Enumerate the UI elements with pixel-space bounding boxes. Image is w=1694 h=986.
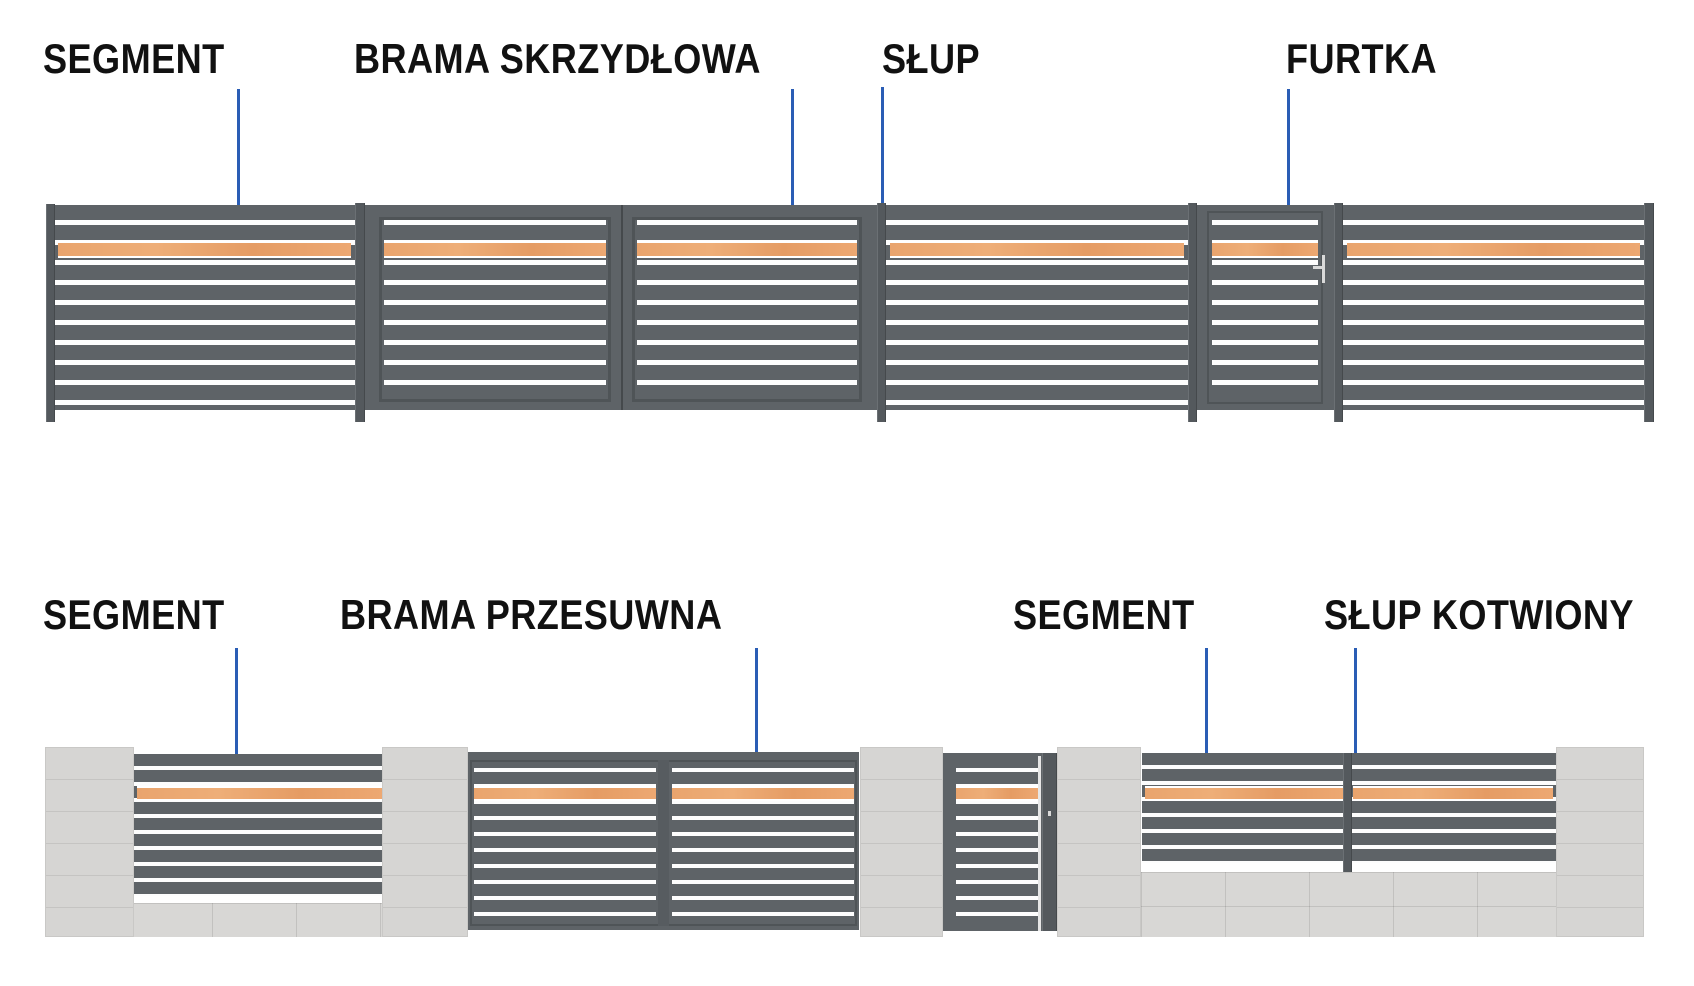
label-segment-left: SEGMENT [43,591,225,638]
wood-slat [58,241,351,258]
leader-line-segment-right [1205,648,1208,755]
fence-segment [54,205,355,410]
fence-post [877,203,886,422]
wicket-lock-icon [1048,811,1051,816]
wicket-edge [1038,756,1041,931]
wood-slat [384,241,606,258]
gate-inner-frame [379,217,611,402]
anchored-post [1343,753,1352,873]
fence-segment [886,205,1188,410]
gate-inner-frame [632,217,862,402]
wood-slat [637,241,857,258]
wood-slat [672,786,854,801]
leader-line-anchored-post [1354,648,1357,754]
leader-line-post [881,87,884,205]
concrete-pillar [1057,747,1141,937]
label-sliding-gate: BRAMA PRZESUWNA [340,591,723,638]
wicket-handle-lever [1313,266,1323,269]
concrete-pillar [1556,747,1644,937]
low-wall [1141,872,1557,937]
wood-slat [137,786,382,801]
concrete-pillar [382,747,468,937]
wicket-inner-frame [1207,211,1323,404]
fence-post [355,203,365,422]
wicket-post [1042,753,1057,931]
leader-line-wicket [1287,89,1290,205]
wood-slat [1353,786,1553,801]
wood-slat [1212,241,1318,258]
gate-divider [658,760,669,926]
label-segment: SEGMENT [43,35,225,82]
label-wicket: FURTKA [1286,35,1438,82]
low-wall [128,903,382,937]
fence-post [1644,203,1654,422]
leader-line-sliding-gate [755,648,758,753]
concrete-pillar [45,747,134,937]
fence-segment [134,754,382,896]
fence-segment [1343,205,1644,410]
label-swing-gate: BRAMA SKRZYDŁOWA [354,35,761,82]
label-segment-right: SEGMENT [1013,591,1195,638]
wicket-handle-icon [1322,255,1325,283]
wood-slat [1145,786,1343,801]
leader-line-segment-left [235,648,238,755]
label-anchored-post: SŁUP KOTWIONY [1324,591,1634,638]
wood-slat [890,241,1184,258]
label-post: SŁUP [882,35,981,82]
concrete-pillar [860,747,943,937]
wood-slat [474,786,656,801]
wood-slat [956,786,1038,801]
fence-post [1334,203,1343,422]
fence-post [1188,203,1197,422]
wood-slat [1347,241,1640,258]
fence-post [46,204,55,422]
leader-line-segment [237,89,240,205]
leader-line-swing-gate [791,89,794,205]
